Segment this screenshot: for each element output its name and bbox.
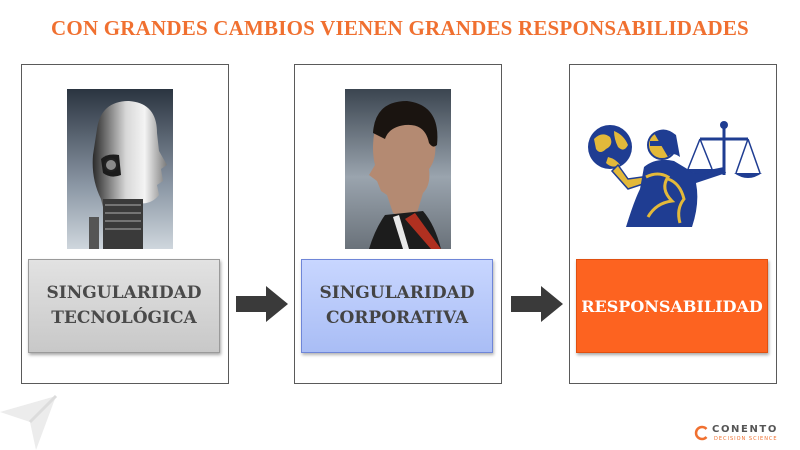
- step-panel-technological: SINGULARIDAD TECNOLÓGICA: [21, 64, 229, 384]
- paper-plane-watermark-icon: [0, 394, 58, 450]
- step-label-responsibility: RESPONSABILIDAD: [576, 259, 768, 353]
- step-label-technological: SINGULARIDAD TECNOLÓGICA: [28, 259, 220, 353]
- brand-tagline: DECISION SCIENCE: [714, 436, 778, 442]
- step-panel-responsibility: RESPONSABILIDAD: [569, 64, 777, 384]
- step-label-line: CORPORATIVA: [325, 308, 469, 328]
- step-label-line: RESPONSABILIDAD: [581, 296, 763, 316]
- brand-name: CONENTO: [712, 424, 778, 435]
- arrow-right-icon: [511, 286, 563, 322]
- step-label-corporate: SINGULARIDAD CORPORATIVA: [301, 259, 493, 353]
- robot-head-icon: [67, 89, 173, 249]
- page-title: CON GRANDES CAMBIOS VIENEN GRANDES RESPO…: [51, 16, 749, 40]
- man-profile-icon: [345, 89, 451, 249]
- arrow-right-icon: [236, 286, 288, 322]
- step-label-line: SINGULARIDAD: [319, 283, 475, 303]
- step-label-line: SINGULARIDAD: [46, 283, 202, 303]
- step-label-line: TECNOLÓGICA: [51, 308, 197, 328]
- step-panel-corporate: SINGULARIDAD CORPORATIVA: [294, 64, 502, 384]
- lady-justice-icon: [584, 117, 766, 227]
- conento-logo-icon: [694, 425, 708, 441]
